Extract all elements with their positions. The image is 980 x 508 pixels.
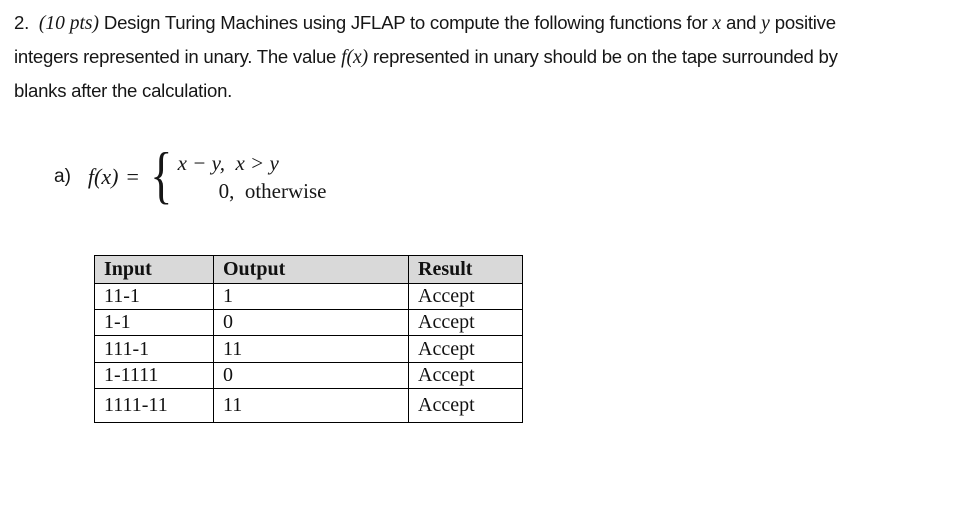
formula-case-1: x − y, x > y [177,151,279,175]
piecewise-formula: a) f(x) = { x − y, x > y 0, otherwise [54,143,326,211]
statement-text: Design Turing Machines using JFLAP to co… [98,12,713,33]
table-row: 11-1 1 Accept [94,283,523,310]
formula-cases: x − y, x > y 0, otherwise [178,149,327,205]
table-cell-output: 11 [213,335,409,363]
table-row: 1-1111 0 Accept [94,362,523,389]
test-cases-table: Input Output Result 11-1 1 Accept 1-1 0 … [94,255,523,423]
col-header-result: Result [408,255,523,284]
table-cell-output: 11 [213,388,409,423]
problem-line-2: integers represented in unary. The value… [14,40,974,74]
table-row: 1111-11 11 Accept [94,388,523,423]
statement-text: positive [769,12,836,33]
table-cell-result: Accept [408,283,523,310]
formula-lhs: f(x) [87,164,119,189]
problem-line-3: blanks after the calculation. [14,74,974,107]
table-cell-input: 11-1 [94,283,214,310]
table-header-row: Input Output Result [94,255,523,284]
variable-y: y [761,13,770,34]
table-cell-result: Accept [408,362,523,389]
table-cell-input: 1-1 [94,309,214,336]
item-label-a: a) [54,166,71,187]
table-cell-result: Accept [408,309,523,336]
table-cell-input: 1111-11 [94,388,214,423]
curly-brace: { [150,139,173,210]
table-cell-output: 0 [213,309,409,336]
statement-text: integers represented in unary. The value [14,46,342,67]
table-cell-output: 0 [213,362,409,389]
function-fx: f(x) [341,47,369,68]
equals-sign: = [126,164,139,189]
formula-case-2: 0, otherwise [218,179,327,203]
table-cell-input: 1-1111 [94,362,214,389]
table-cell-result: Accept [408,335,523,363]
statement-text: blanks after the calculation. [14,80,233,101]
points-label: (10 pts) [38,13,99,34]
problem-line-1: 2. (10 pts) Design Turing Machines using… [14,6,974,40]
table-row: 1-1 0 Accept [94,309,523,336]
col-header-input: Input [94,255,214,284]
variable-x: x [712,13,722,34]
table-row: 111-1 11 Accept [94,335,523,363]
table-cell-result: Accept [408,388,523,423]
table-cell-input: 111-1 [94,335,214,363]
statement-text: represented in unary should be on the ta… [368,46,838,67]
problem-number: 2. [14,12,39,33]
col-header-output: Output [213,255,409,284]
statement-text: and [721,12,762,33]
table-cell-output: 1 [213,283,409,310]
test-cases-table-wrap: Input Output Result 11-1 1 Accept 1-1 0 … [94,255,523,423]
problem-statement: 2. (10 pts) Design Turing Machines using… [14,6,974,107]
